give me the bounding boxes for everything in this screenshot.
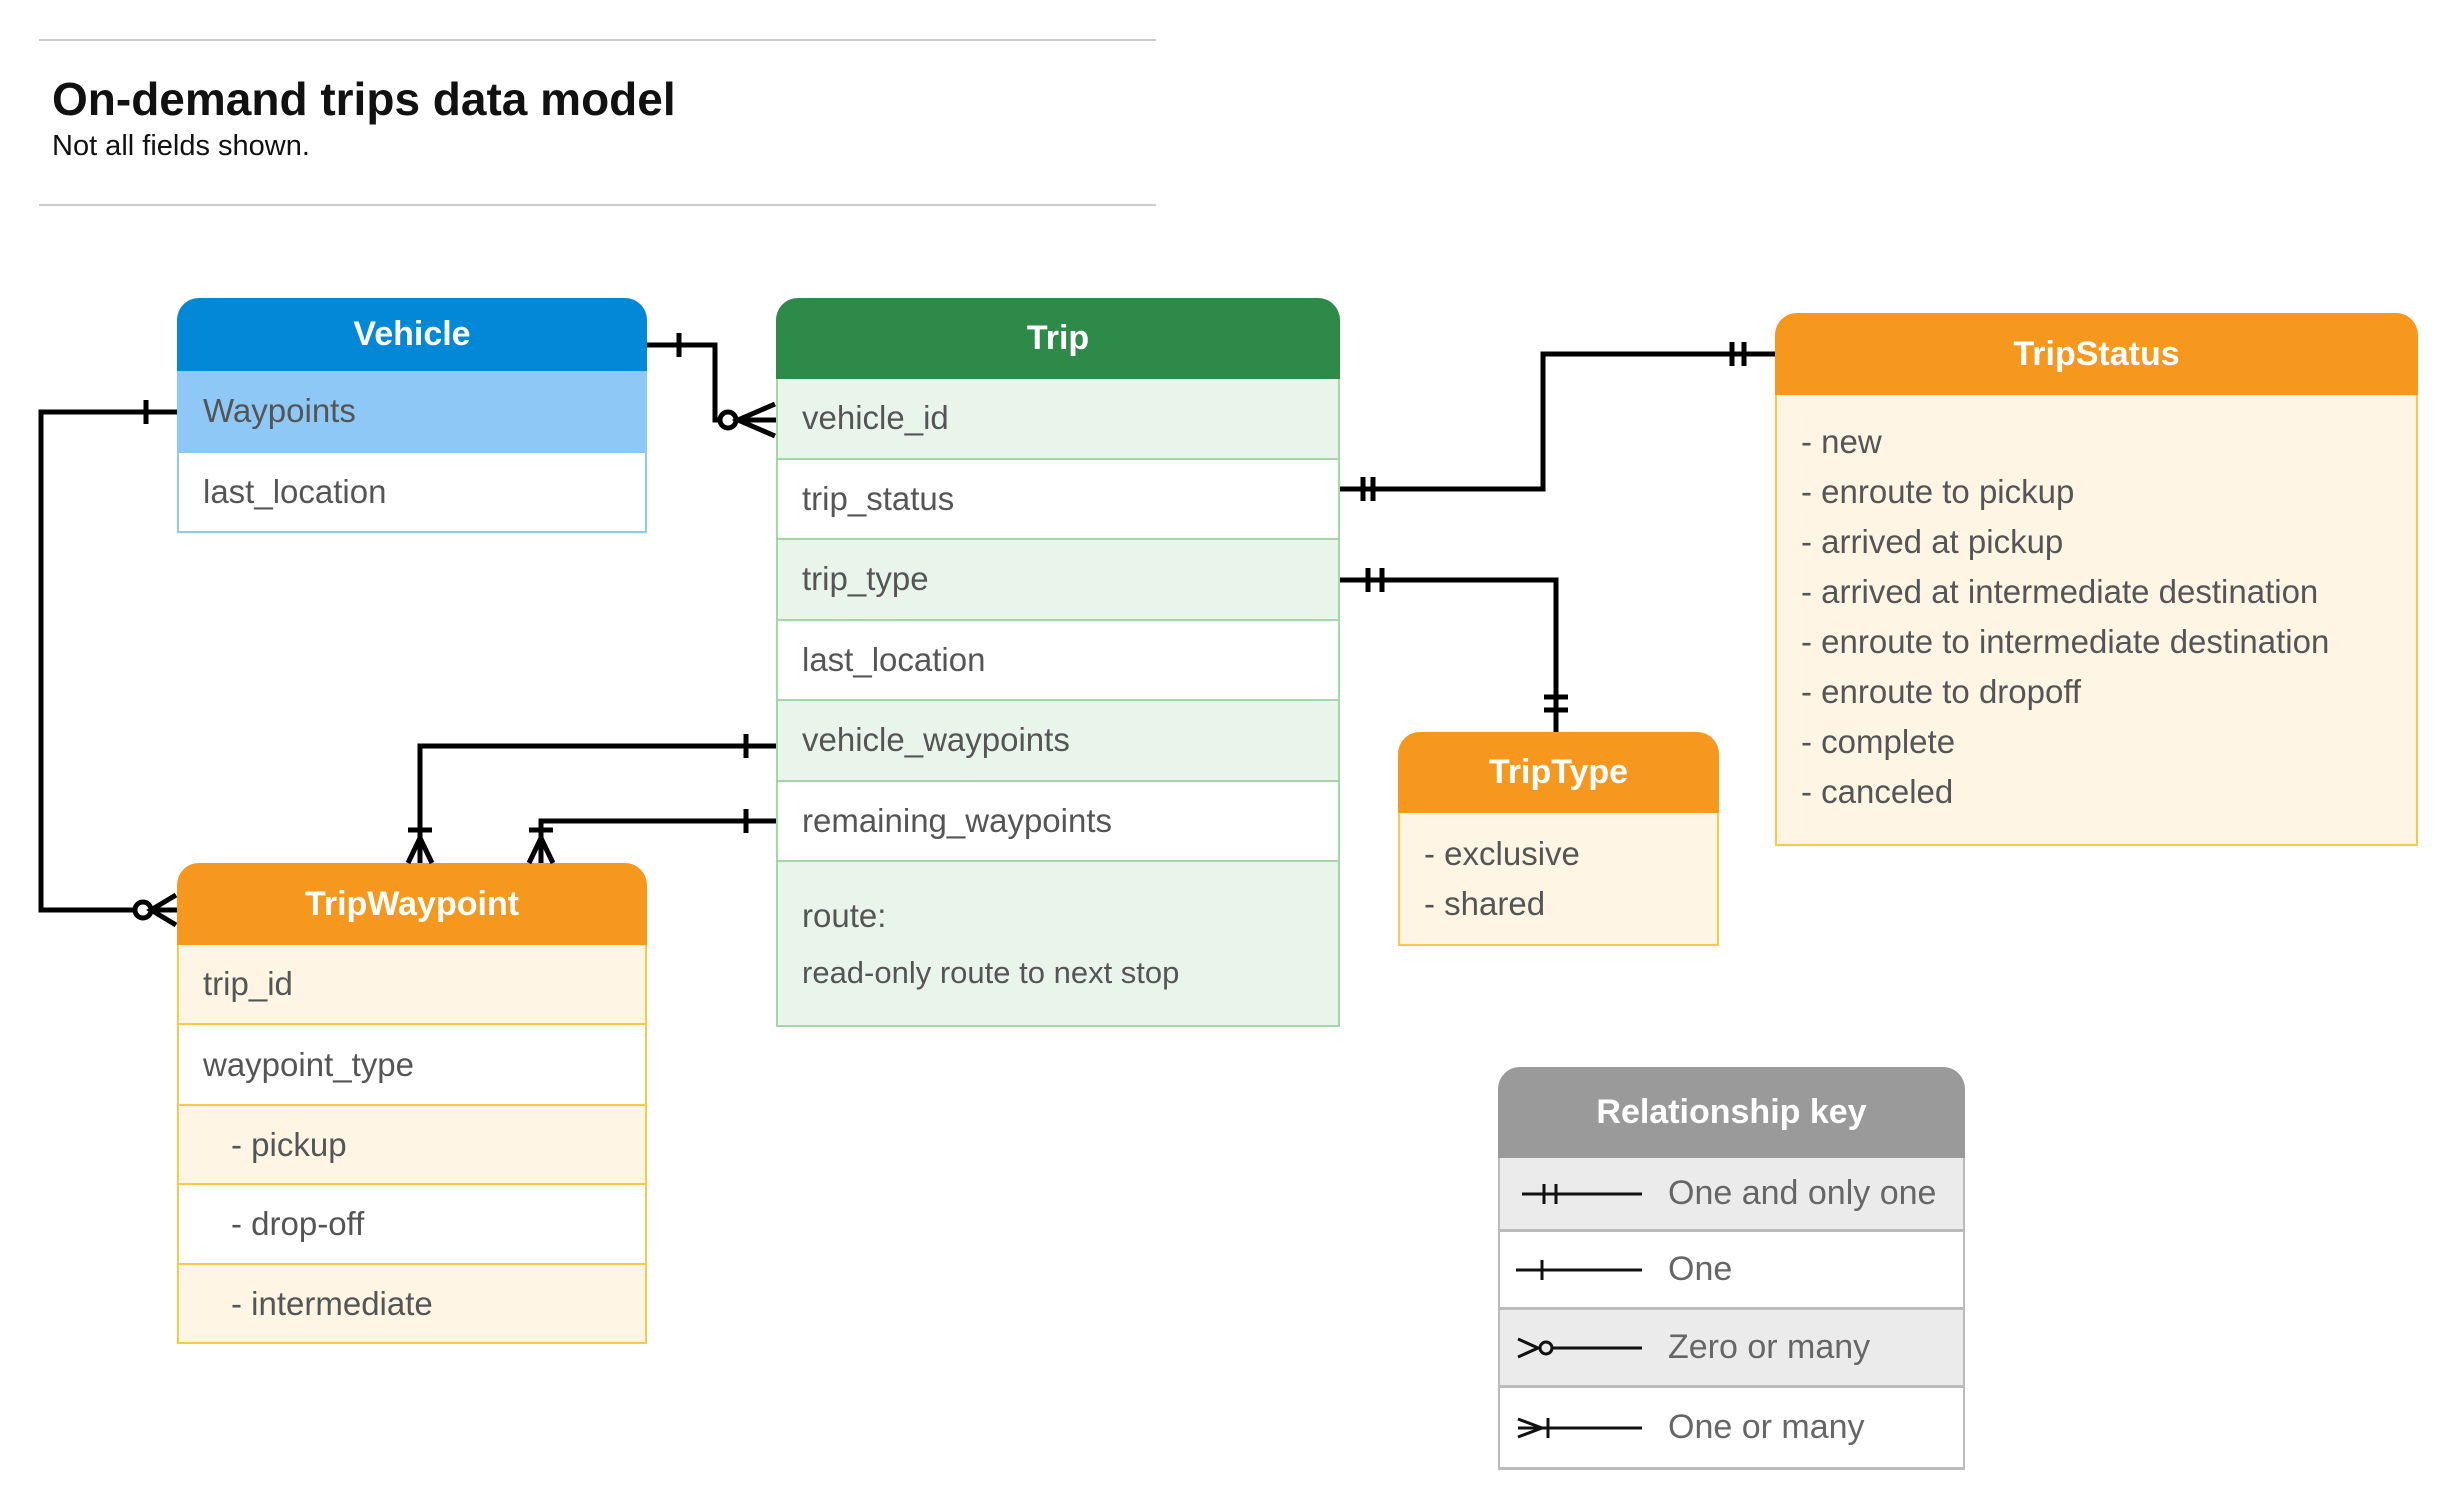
key-label: One (1668, 1250, 1733, 1288)
trip-tripstatus-connector (1340, 342, 1775, 501)
trip-field-vehicle-id: vehicle_id (776, 379, 1340, 460)
status-value: - enroute to intermediate destination (1801, 623, 2330, 660)
triptype-header: TripType (1398, 732, 1719, 813)
relationship-key: Relationship key One and only one One Ze… (1498, 1067, 1965, 1470)
key-one: One (1498, 1232, 1965, 1310)
triptype-values: - exclusive - shared (1398, 813, 1719, 946)
page-subtitle: Not all fields shown. (52, 130, 310, 162)
one-icon (1516, 1259, 1642, 1280)
trip-field-trip-status: trip_status (776, 459, 1340, 540)
type-value: - exclusive (1424, 835, 1580, 872)
key-one-and-only-one: One and only one (1498, 1158, 1965, 1232)
vehicle-header: Vehicle (177, 298, 647, 371)
waypoint-type-pickup: - pickup (177, 1106, 647, 1185)
vehicle-tripwaypoint-connector (38, 400, 178, 928)
triptype-entity: TripType - exclusive - shared (1398, 732, 1719, 946)
one-and-only-one-icon (1522, 1183, 1642, 1204)
status-value: - new (1801, 423, 1882, 460)
trip-field-last-location: last_location (776, 620, 1340, 701)
status-value: - complete (1801, 723, 1956, 760)
key-label: One or many (1668, 1408, 1865, 1446)
trip-entity: Trip vehicle_id trip_status trip_type la… (776, 298, 1340, 1027)
status-value: - canceled (1801, 773, 1954, 810)
route-description: read-only route to next stop (802, 954, 1180, 990)
status-value: - arrived at intermediate destination (1801, 573, 2319, 610)
key-zero-or-many: Zero or many (1498, 1310, 1965, 1388)
zero-or-many-icon (1517, 1337, 1642, 1358)
bottom-divider (39, 204, 1156, 206)
trip-field-route: route: read-only route to next stop (776, 862, 1340, 1027)
status-value: - enroute to pickup (1801, 473, 2075, 510)
type-value: - shared (1424, 885, 1546, 922)
waypoint-type-dropoff: - drop-off (177, 1185, 647, 1265)
trip-header: Trip (776, 298, 1340, 379)
key-label: Zero or many (1668, 1328, 1871, 1366)
status-value: - enroute to dropoff (1801, 673, 2082, 710)
tripstatus-entity: TripStatus - new - enroute to pickup - a… (1775, 313, 2418, 846)
page-title: On-demand trips data model (52, 73, 676, 125)
vehicle-field-waypoints: Waypoints (177, 371, 647, 453)
trip-triptype-connector (1340, 568, 1568, 732)
tripwaypoint-entity: TripWaypoint trip_id waypoint_type - pic… (177, 863, 647, 1344)
key-header: Relationship key (1498, 1067, 1965, 1158)
tripwaypoint-field-waypoint-type: waypoint_type (177, 1025, 647, 1106)
trip-field-vehicle-waypoints: vehicle_waypoints (776, 701, 1340, 782)
waypoint-type-intermediate: - intermediate (177, 1265, 647, 1344)
status-value: - arrived at pickup (1801, 523, 2064, 560)
tripstatus-values: - new - enroute to pickup - arrived at p… (1775, 395, 2418, 846)
one-or-many-icon (1517, 1417, 1642, 1438)
tripstatus-header: TripStatus (1775, 313, 2418, 395)
trip-field-remaining-waypoints: remaining_waypoints (776, 781, 1340, 862)
tripwaypoint-header: TripWaypoint (177, 863, 647, 945)
vehicle-waypoints-connector (405, 734, 776, 865)
key-label: One and only one (1668, 1174, 1937, 1212)
vehicle-trip-connector (647, 333, 776, 439)
top-divider (39, 39, 1156, 41)
remaining-waypoints-connector (526, 809, 776, 865)
vehicle-field-last-location: last_location (177, 453, 647, 533)
tripwaypoint-field-trip-id: trip_id (177, 945, 647, 1025)
trip-field-trip-type: trip_type (776, 540, 1340, 621)
route-label: route: (802, 896, 887, 934)
vehicle-entity: Vehicle Waypoints last_location (177, 298, 647, 533)
key-one-or-many: One or many (1498, 1388, 1965, 1470)
